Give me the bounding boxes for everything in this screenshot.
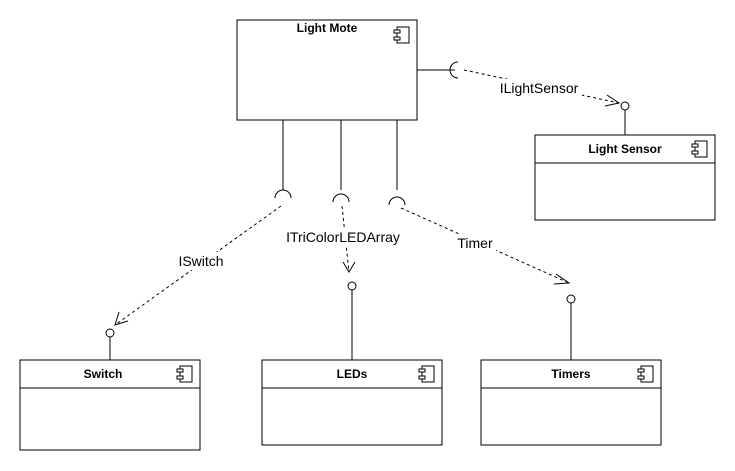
provided-interface-leds xyxy=(347,281,357,360)
dependency-ilightsensor[interactable]: ILightSensor xyxy=(463,69,621,107)
interface-label-itricolorledarray: ITriColorLEDArray xyxy=(286,229,400,245)
required-interface-iswitch xyxy=(274,120,292,199)
required-interface-itricolorledarray xyxy=(332,120,350,203)
component-leds[interactable]: LEDs xyxy=(261,359,443,446)
component-light-sensor-title: Light Sensor xyxy=(588,142,662,156)
component-leds-title: LEDs xyxy=(337,367,368,381)
provided-interface-timers xyxy=(566,294,576,360)
component-timers-title: Timers xyxy=(551,367,590,381)
component-light-mote[interactable]: Light Mote xyxy=(236,19,418,121)
component-switch[interactable]: Switch xyxy=(19,359,201,451)
component-switch-title: Switch xyxy=(84,367,123,381)
dependency-timer[interactable]: Timer xyxy=(400,207,571,285)
required-interface-ilightsensor xyxy=(417,61,459,79)
component-light-mote-title: Light Mote xyxy=(297,21,358,35)
interface-label-timer: Timer xyxy=(457,235,493,251)
interface-label-ilightsensor: ILightSensor xyxy=(500,80,579,96)
dependency-itricolorledarray[interactable]: ITriColorLEDArray xyxy=(280,205,406,273)
dependency-iswitch[interactable]: ISwitch xyxy=(114,205,282,326)
provided-interface-ilightsensor xyxy=(620,101,630,135)
component-timers[interactable]: Timers xyxy=(480,359,662,446)
provided-interface-switch xyxy=(105,328,115,360)
required-interface-timer xyxy=(388,120,406,206)
interface-label-iswitch: ISwitch xyxy=(178,253,223,269)
component-light-sensor[interactable]: Light Sensor xyxy=(534,134,716,221)
